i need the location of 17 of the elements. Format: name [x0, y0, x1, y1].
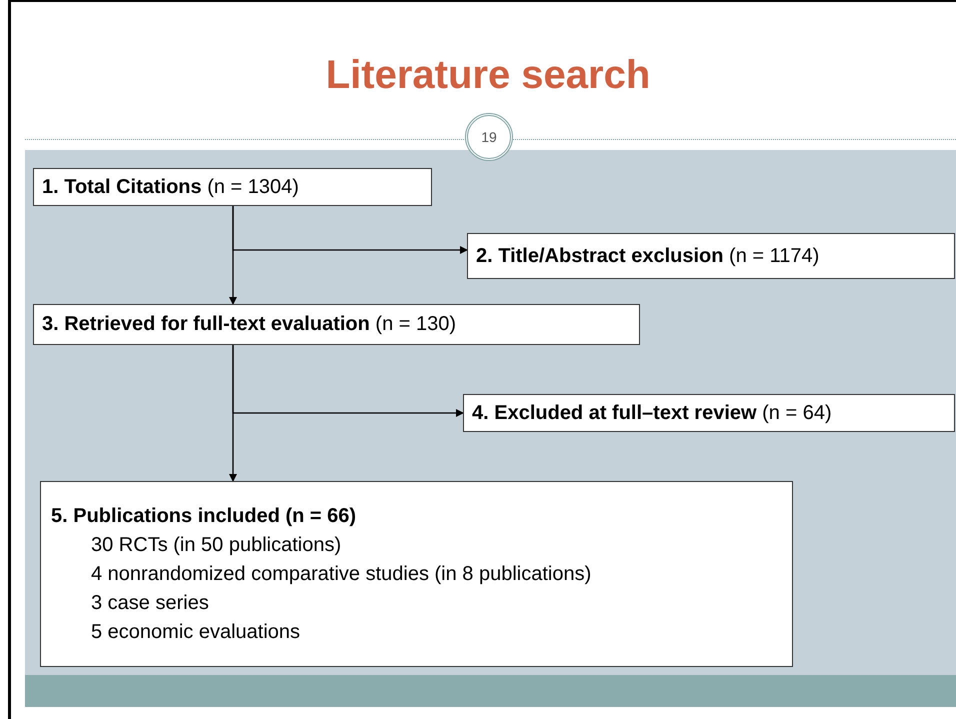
box-heading: 4. Excluded at full–text review (n = 64) — [472, 400, 833, 426]
box-heading: 1. Total Citations (n = 1304) — [42, 174, 300, 200]
list-item: 5 economic evaluations — [90, 620, 302, 644]
process-box — [463, 394, 955, 432]
box-heading: 5. Publications included (n = 66) — [51, 504, 358, 528]
list-item: 3 case series — [90, 590, 210, 616]
box-heading: 3. Retrieved for full-text evaluation (n = 130) — [42, 312, 458, 337]
list-item: 4 nonrandomized comparative studies (in 8 publications) — [90, 562, 592, 586]
box-heading: 2. Title/Abstract exclusion (n = 1174) — [476, 244, 820, 268]
arrow — [229, 206, 237, 305]
process-box — [33, 168, 432, 206]
process-box — [40, 481, 793, 667]
slide-title: Literature search — [324, 52, 652, 99]
process-box — [33, 304, 640, 345]
process-box — [467, 233, 955, 279]
list-item: 30 RCTs (in 50 publications) — [90, 532, 342, 558]
arrow — [229, 345, 237, 482]
